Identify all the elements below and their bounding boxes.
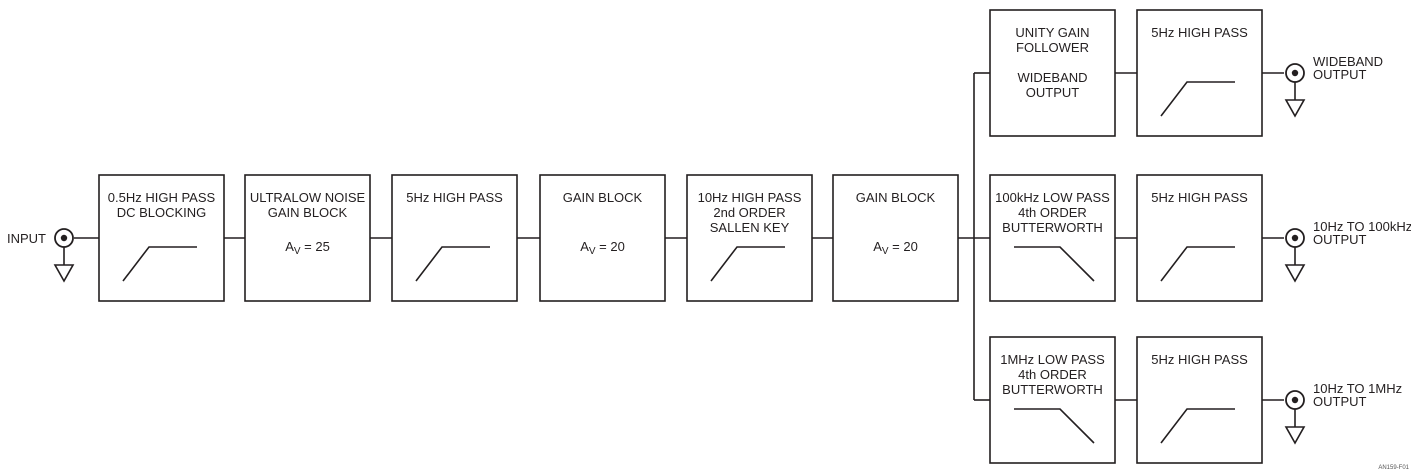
connector-label: 10Hz TO 1MHz xyxy=(1313,381,1402,396)
block-frame xyxy=(989,9,1116,137)
ground-icon xyxy=(1284,426,1306,445)
highpass-response-icon xyxy=(1160,408,1235,444)
gain-subscript: V xyxy=(589,246,596,257)
block-label: OUTPUT xyxy=(1026,85,1080,100)
block-label: FOLLOWER xyxy=(1016,40,1089,55)
highpass-response-icon xyxy=(710,246,785,282)
block-frame xyxy=(686,174,813,302)
connector-label: 10Hz TO 100kHz xyxy=(1313,219,1411,234)
block-frame xyxy=(244,174,371,302)
gain-value: = 25 xyxy=(301,239,330,254)
gain-label: AV = 25 xyxy=(285,239,330,257)
block-label: GAIN BLOCK xyxy=(563,190,643,205)
block-label: 5Hz HIGH PASS xyxy=(406,190,503,205)
block-label: 4th ORDER xyxy=(1018,205,1087,220)
block-label: 100kHz LOW PASS xyxy=(995,190,1110,205)
block-label: 4th ORDER xyxy=(1018,367,1087,382)
connector-label: OUTPUT xyxy=(1313,394,1367,409)
block-frame xyxy=(1136,336,1263,464)
block-frame xyxy=(1136,174,1263,302)
connector-label: WIDEBAND xyxy=(1313,54,1383,69)
lowpass-response-icon xyxy=(1014,408,1095,444)
block-5hz-high-pass: 5Hz HIGH PASS xyxy=(1136,9,1263,137)
gain-label: AV = 20 xyxy=(873,239,918,257)
block-label: 0.5Hz HIGH PASS xyxy=(108,190,216,205)
ground-icon xyxy=(1284,264,1306,283)
ground-icon xyxy=(1284,99,1306,118)
gain-subscript: V xyxy=(294,246,301,257)
block-5hz-high-pass: 5Hz HIGH PASS xyxy=(1136,336,1263,464)
block-label: 10Hz HIGH PASS xyxy=(698,190,802,205)
block-label: BUTTERWORTH xyxy=(1002,220,1103,235)
block-label: GAIN BLOCK xyxy=(268,205,348,220)
jack-center-pin xyxy=(1291,234,1299,242)
highpass-response-icon xyxy=(1160,81,1235,117)
block-frame xyxy=(989,174,1116,302)
block-label: WIDEBAND xyxy=(1017,70,1087,85)
gain-label: AV = 20 xyxy=(580,239,625,257)
block-frame xyxy=(1136,9,1263,137)
block-gain-block: GAIN BLOCK AV = 20 xyxy=(832,174,959,302)
block-label: 5Hz HIGH PASS xyxy=(1151,352,1248,367)
connector-label: OUTPUT xyxy=(1313,232,1367,247)
connection-wires xyxy=(74,72,1284,401)
lowpass-response-icon xyxy=(1014,246,1095,282)
highpass-response-icon xyxy=(122,246,197,282)
gain-symbol: A xyxy=(285,239,294,254)
gain-subscript: V xyxy=(882,246,889,257)
connector-input: INPUT xyxy=(7,228,75,283)
block-label: 1MHz LOW PASS xyxy=(1000,352,1105,367)
block-gain-block: GAIN BLOCK AV = 20 xyxy=(539,174,666,302)
block-label: DC BLOCKING xyxy=(117,205,207,220)
block-label: GAIN BLOCK xyxy=(856,190,936,205)
block-frame xyxy=(832,174,959,302)
jack-center-pin xyxy=(1291,396,1299,404)
connector-label: OUTPUT xyxy=(1313,67,1367,82)
block-5hz-high-pass: 5Hz HIGH PASS xyxy=(391,174,518,302)
highpass-response-icon xyxy=(415,246,490,282)
gain-value: = 20 xyxy=(889,239,918,254)
highpass-response-icon xyxy=(1160,246,1235,282)
block-label: BUTTERWORTH xyxy=(1002,382,1103,397)
block-label: UNITY GAIN xyxy=(1015,25,1089,40)
block-frame xyxy=(98,174,225,302)
block-label: SALLEN KEY xyxy=(710,220,790,235)
block-label: ULTRALOW NOISE xyxy=(250,190,366,205)
jack-center-pin xyxy=(60,234,68,242)
block-label: 5Hz HIGH PASS xyxy=(1151,25,1248,40)
block-frame xyxy=(989,336,1116,464)
block-label: 2nd ORDER xyxy=(713,205,785,220)
block-frame xyxy=(539,174,666,302)
ground-icon xyxy=(53,264,75,283)
jack-center-pin xyxy=(1291,69,1299,77)
connector-label: INPUT xyxy=(7,231,46,246)
gain-symbol: A xyxy=(580,239,589,254)
gain-value: = 20 xyxy=(596,239,625,254)
figure-id: AN159-F01 xyxy=(1378,465,1409,471)
block-frame xyxy=(391,174,518,302)
gain-symbol: A xyxy=(873,239,882,254)
block-label: 5Hz HIGH PASS xyxy=(1151,190,1248,205)
block-5hz-high-pass: 5Hz HIGH PASS xyxy=(1136,174,1263,302)
